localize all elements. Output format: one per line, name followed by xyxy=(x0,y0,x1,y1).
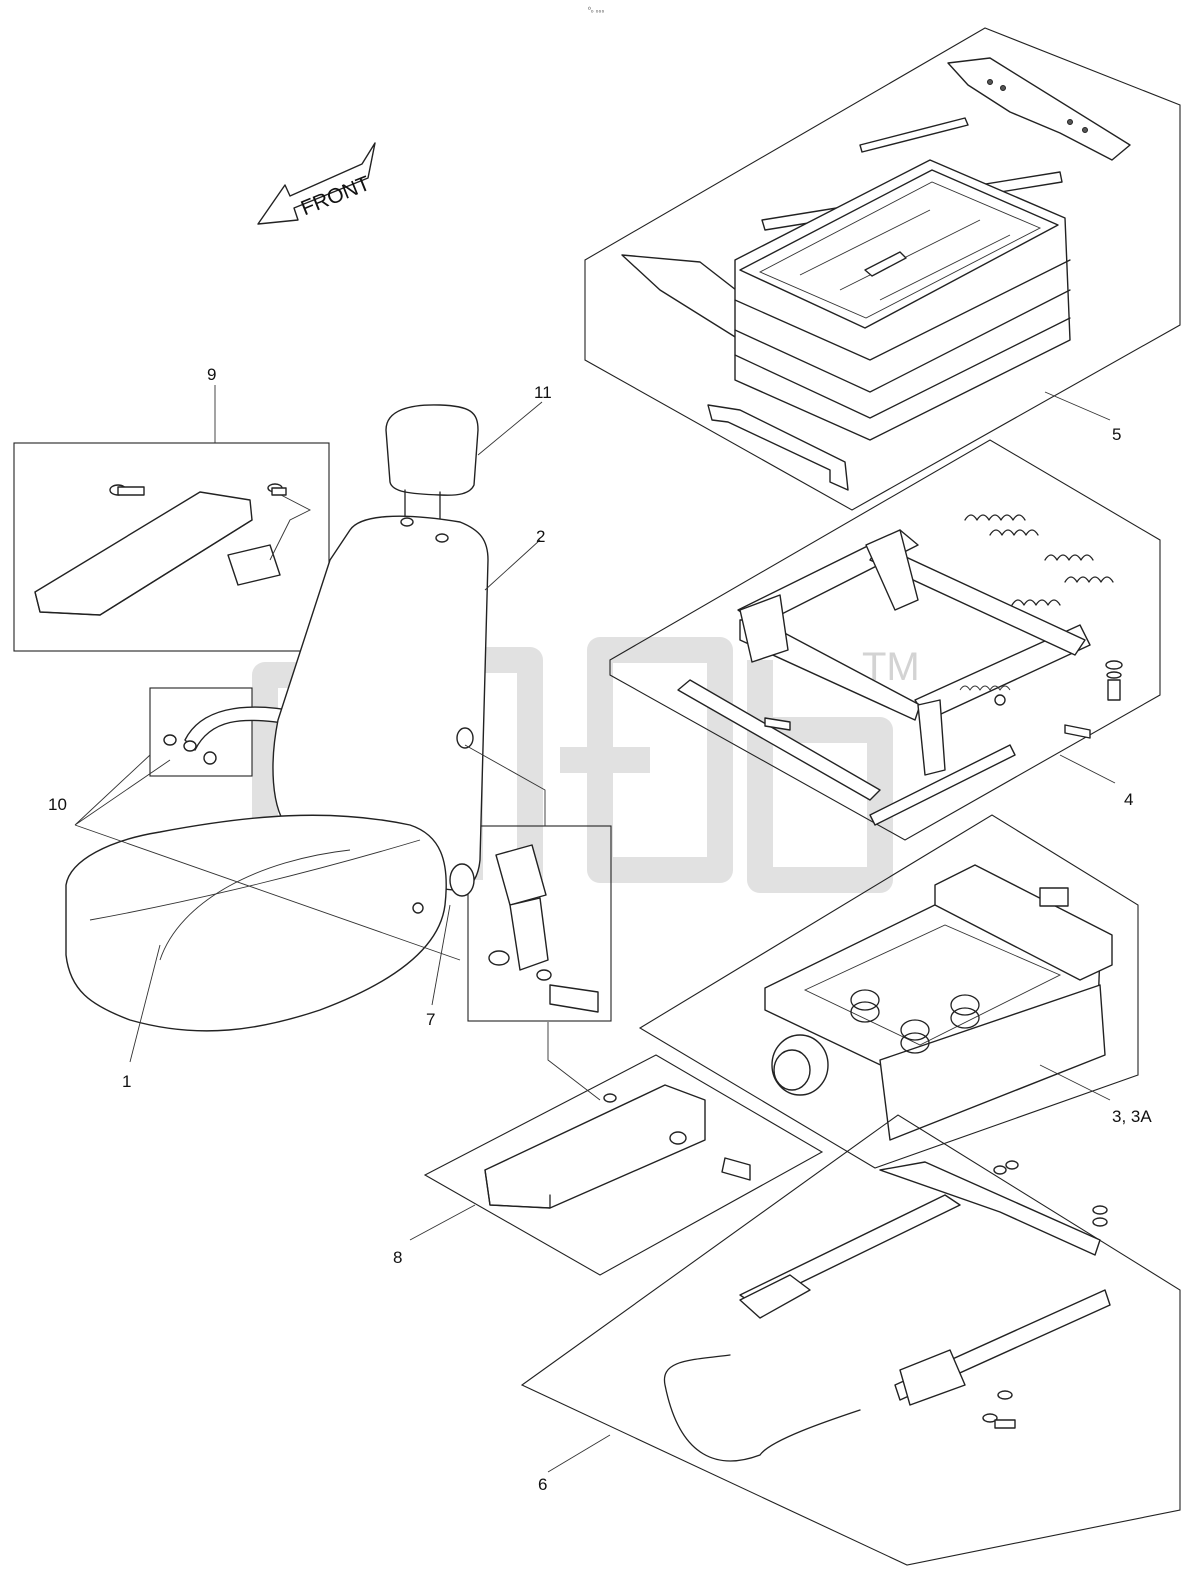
part-6-slide-rails xyxy=(520,1114,1181,1566)
header-mark: ⁰₀ ₀₀₀ xyxy=(588,6,604,14)
callout-4: 4 xyxy=(1124,790,1133,809)
leader-lines xyxy=(74,385,1116,1473)
part-4-upper-mechanism xyxy=(609,439,1161,841)
callout-7: 7 xyxy=(426,1010,435,1029)
seat-cushion xyxy=(65,814,447,1032)
adjust-knob-icon[interactable] xyxy=(771,1034,829,1096)
callout-9: 9 xyxy=(207,365,216,384)
callout-5: 5 xyxy=(1112,425,1121,444)
part-7-buckle xyxy=(467,825,612,1022)
front-arrow-icon: FRONT xyxy=(257,142,376,225)
callout-6: 6 xyxy=(538,1475,547,1494)
part-8-armrest xyxy=(423,1054,824,1276)
spring-icon xyxy=(964,514,1114,606)
bolt-icon xyxy=(764,660,1123,739)
spring-icon xyxy=(850,989,980,1054)
callout-8: 8 xyxy=(393,1248,402,1267)
callout-10: 10 xyxy=(48,795,67,814)
callout-1: 1 xyxy=(122,1072,131,1091)
callout-3: 3, 3A xyxy=(1112,1107,1152,1126)
seat-assembly xyxy=(65,404,489,1032)
headrest xyxy=(385,404,479,496)
callout-11: 11 xyxy=(534,383,552,402)
bolt-icon xyxy=(109,483,287,496)
bolt-icon xyxy=(982,1160,1108,1429)
callout-2: 2 xyxy=(536,527,545,546)
part-5-suspension-cover xyxy=(584,27,1181,511)
part-3-suspension-base xyxy=(638,814,1139,1169)
part-9-armrest xyxy=(13,442,330,652)
